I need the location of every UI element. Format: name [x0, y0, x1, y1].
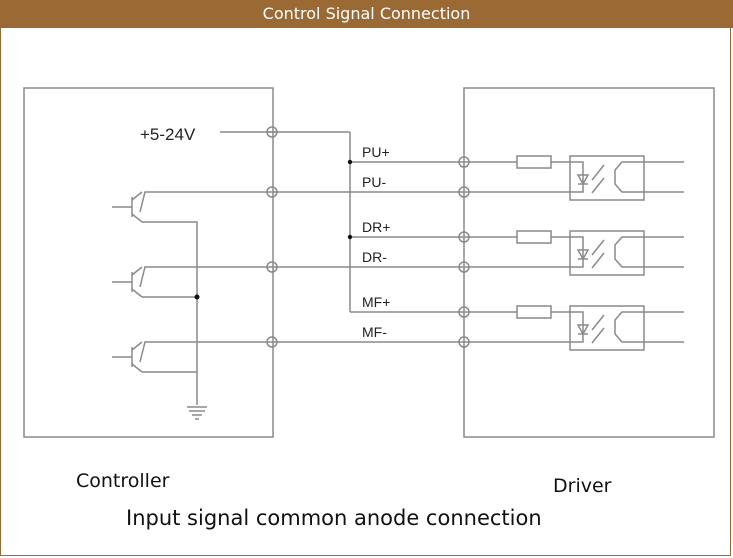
ground-icon: [187, 406, 207, 420]
driver-terminals: [458, 156, 470, 348]
controller-label: Controller: [76, 470, 170, 492]
mf-minus-wire: [139, 341, 684, 363]
dr-minus-wire: [139, 266, 684, 288]
controller-terminals: [266, 126, 278, 348]
driver-label: Driver: [553, 475, 612, 497]
junction-dot-dr: [347, 234, 353, 240]
signal-label-dr-plus: DR+: [362, 219, 390, 235]
page-title: Control Signal Connection: [0, 0, 733, 28]
transistor-3: [112, 341, 197, 373]
optocoupler-mf: [569, 305, 645, 351]
diagram-caption: Input signal common anode connection: [126, 506, 542, 530]
signal-label-mf-plus: MF+: [362, 294, 390, 310]
signal-label-mf-minus: MF-: [362, 324, 387, 340]
resistor-mf: [516, 305, 552, 319]
transistor-1: [112, 191, 198, 405]
junction-dot-emitter: [194, 294, 200, 300]
signal-label-pu-minus: PU-: [362, 174, 386, 190]
pu-minus-wire: [139, 191, 684, 213]
junction-dot-pu: [347, 159, 353, 165]
optocoupler-pu: [569, 155, 645, 201]
signal-label-pu-plus: PU+: [362, 144, 390, 160]
optocoupler-dr: [569, 230, 645, 276]
supply-label: +5-24V: [140, 125, 196, 144]
signal-label-dr-minus: DR-: [362, 249, 387, 265]
resistor-pu: [516, 155, 552, 169]
resistor-dr: [516, 230, 552, 244]
transistor-2: [112, 266, 197, 298]
